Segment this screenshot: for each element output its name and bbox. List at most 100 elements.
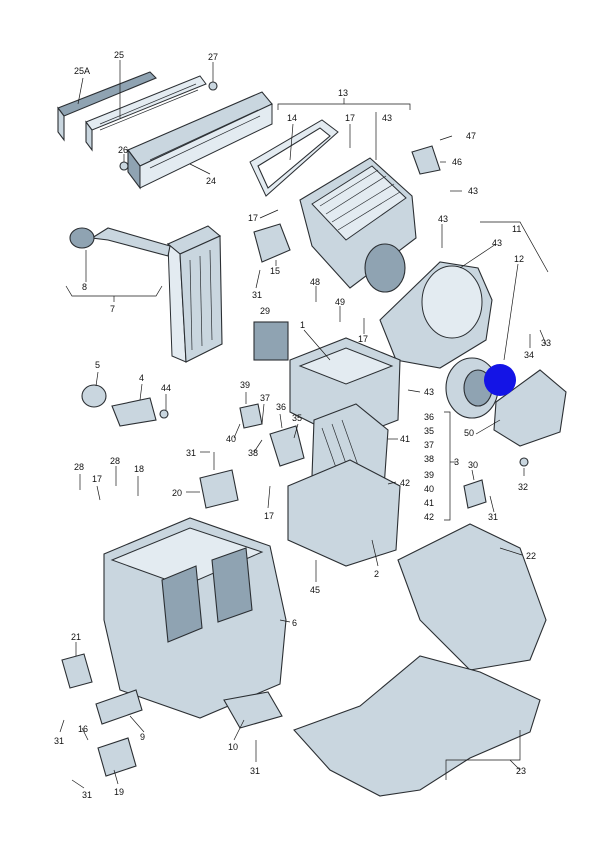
callout-3: 3 bbox=[454, 457, 459, 467]
seal-44 bbox=[159, 409, 169, 419]
callout-38b: 38 bbox=[424, 454, 434, 464]
callout-17b: 17 bbox=[248, 213, 258, 223]
heater-core-7 bbox=[166, 225, 223, 363]
filter-element-29 bbox=[253, 321, 289, 361]
floor-duct-23 bbox=[293, 655, 541, 797]
callout-7: 7 bbox=[110, 304, 115, 314]
callout-31a: 31 bbox=[252, 290, 262, 300]
distributor-housing-1 bbox=[289, 337, 401, 441]
callout-19: 19 bbox=[114, 787, 124, 797]
actuator-15 bbox=[253, 223, 291, 263]
callout-31c: 31 bbox=[488, 512, 498, 522]
callout-34: 34 bbox=[524, 350, 534, 360]
callout-17a: 17 bbox=[345, 113, 355, 123]
callout-31b: 31 bbox=[186, 448, 196, 458]
callout-31e: 31 bbox=[250, 766, 260, 776]
part-5 bbox=[81, 384, 107, 408]
callout-37: 37 bbox=[260, 393, 270, 403]
callout-26: 26 bbox=[118, 145, 128, 155]
callout-43b: 43 bbox=[468, 186, 478, 196]
callout-27: 27 bbox=[208, 52, 218, 62]
callout-31f: 31 bbox=[82, 790, 92, 800]
actuator-46 bbox=[411, 145, 441, 175]
callout-43d: 43 bbox=[492, 238, 502, 248]
marker-dot bbox=[484, 364, 516, 396]
callout-43c: 43 bbox=[438, 214, 448, 224]
servo-21 bbox=[61, 653, 93, 689]
blower-motor-50 bbox=[493, 369, 567, 447]
callout-1: 1 bbox=[300, 320, 305, 330]
gasket-9 bbox=[95, 689, 143, 725]
callout-5: 5 bbox=[95, 360, 100, 370]
callout-2: 2 bbox=[374, 569, 379, 579]
clip-27 bbox=[208, 81, 218, 91]
callout-18: 18 bbox=[134, 464, 144, 474]
callout-41b: 41 bbox=[424, 498, 434, 508]
callout-29: 29 bbox=[260, 306, 270, 316]
callout-11: 11 bbox=[512, 224, 521, 234]
callout-12: 12 bbox=[514, 254, 524, 264]
callout-numbers: 25A 25 27 26 24 14 13 17 43 47 46 43 17 … bbox=[54, 50, 551, 800]
callout-25: 25 bbox=[114, 50, 124, 60]
callout-24: 24 bbox=[206, 176, 216, 186]
callout-22: 22 bbox=[526, 551, 536, 561]
callout-13: 13 bbox=[338, 88, 348, 98]
nut-32 bbox=[519, 457, 529, 467]
callout-25a: 25A bbox=[74, 66, 90, 76]
callout-37b: 37 bbox=[424, 440, 434, 450]
leader-lines bbox=[59, 60, 549, 789]
air-inlet-housing-13 bbox=[299, 157, 417, 293]
callout-39b: 39 bbox=[424, 470, 434, 480]
servo-19 bbox=[97, 737, 137, 777]
callout-42b: 42 bbox=[424, 512, 434, 522]
callout-43e: 43 bbox=[424, 387, 434, 397]
sensor-39 bbox=[239, 403, 263, 429]
callout-49: 49 bbox=[335, 297, 345, 307]
servo-20 bbox=[199, 469, 239, 509]
seal-14 bbox=[249, 119, 339, 197]
callout-35b: 35 bbox=[424, 426, 434, 436]
callout-16: 16 bbox=[78, 724, 88, 734]
callout-42: 42 bbox=[400, 478, 410, 488]
callout-15: 15 bbox=[270, 266, 280, 276]
callout-23: 23 bbox=[516, 766, 526, 776]
callout-43a: 43 bbox=[382, 113, 392, 123]
main-housing-6 bbox=[103, 517, 287, 719]
clip-26 bbox=[119, 161, 129, 171]
callout-46: 46 bbox=[452, 157, 462, 167]
callout-20: 20 bbox=[172, 488, 182, 498]
callout-4: 4 bbox=[139, 373, 144, 383]
callout-10: 10 bbox=[228, 742, 238, 752]
fan-housing-11 bbox=[379, 261, 493, 369]
callout-39: 39 bbox=[240, 380, 250, 390]
callout-36: 36 bbox=[276, 402, 286, 412]
filter-housing-24 bbox=[127, 91, 273, 190]
callout-6: 6 bbox=[292, 618, 297, 628]
callout-28a: 28 bbox=[74, 462, 84, 472]
callout-28b: 28 bbox=[110, 456, 120, 466]
sensor-4 bbox=[111, 397, 157, 427]
callout-32: 32 bbox=[518, 482, 528, 492]
callout-30: 30 bbox=[468, 460, 478, 470]
bracket-30 bbox=[463, 479, 487, 509]
callout-8: 8 bbox=[82, 282, 87, 292]
callout-47: 47 bbox=[466, 131, 476, 141]
callout-50: 50 bbox=[464, 428, 474, 438]
callout-45: 45 bbox=[310, 585, 320, 595]
cabin-filter-25 bbox=[85, 75, 207, 152]
callout-17e: 17 bbox=[264, 511, 274, 521]
callout-40: 40 bbox=[226, 434, 236, 444]
callout-41: 41 bbox=[400, 434, 410, 444]
callout-31d: 31 bbox=[54, 736, 64, 746]
duct-22 bbox=[397, 523, 547, 671]
connector-10 bbox=[223, 691, 283, 729]
callout-33: 33 bbox=[541, 338, 551, 348]
callout-44: 44 bbox=[161, 383, 171, 393]
callout-35: 35 bbox=[292, 413, 302, 423]
callout-38: 38 bbox=[248, 448, 258, 458]
callout-17c: 17 bbox=[358, 334, 368, 344]
callout-17d: 17 bbox=[92, 474, 102, 484]
cabin-filter-25a bbox=[57, 71, 157, 142]
heater-pipes-8 bbox=[69, 227, 171, 257]
